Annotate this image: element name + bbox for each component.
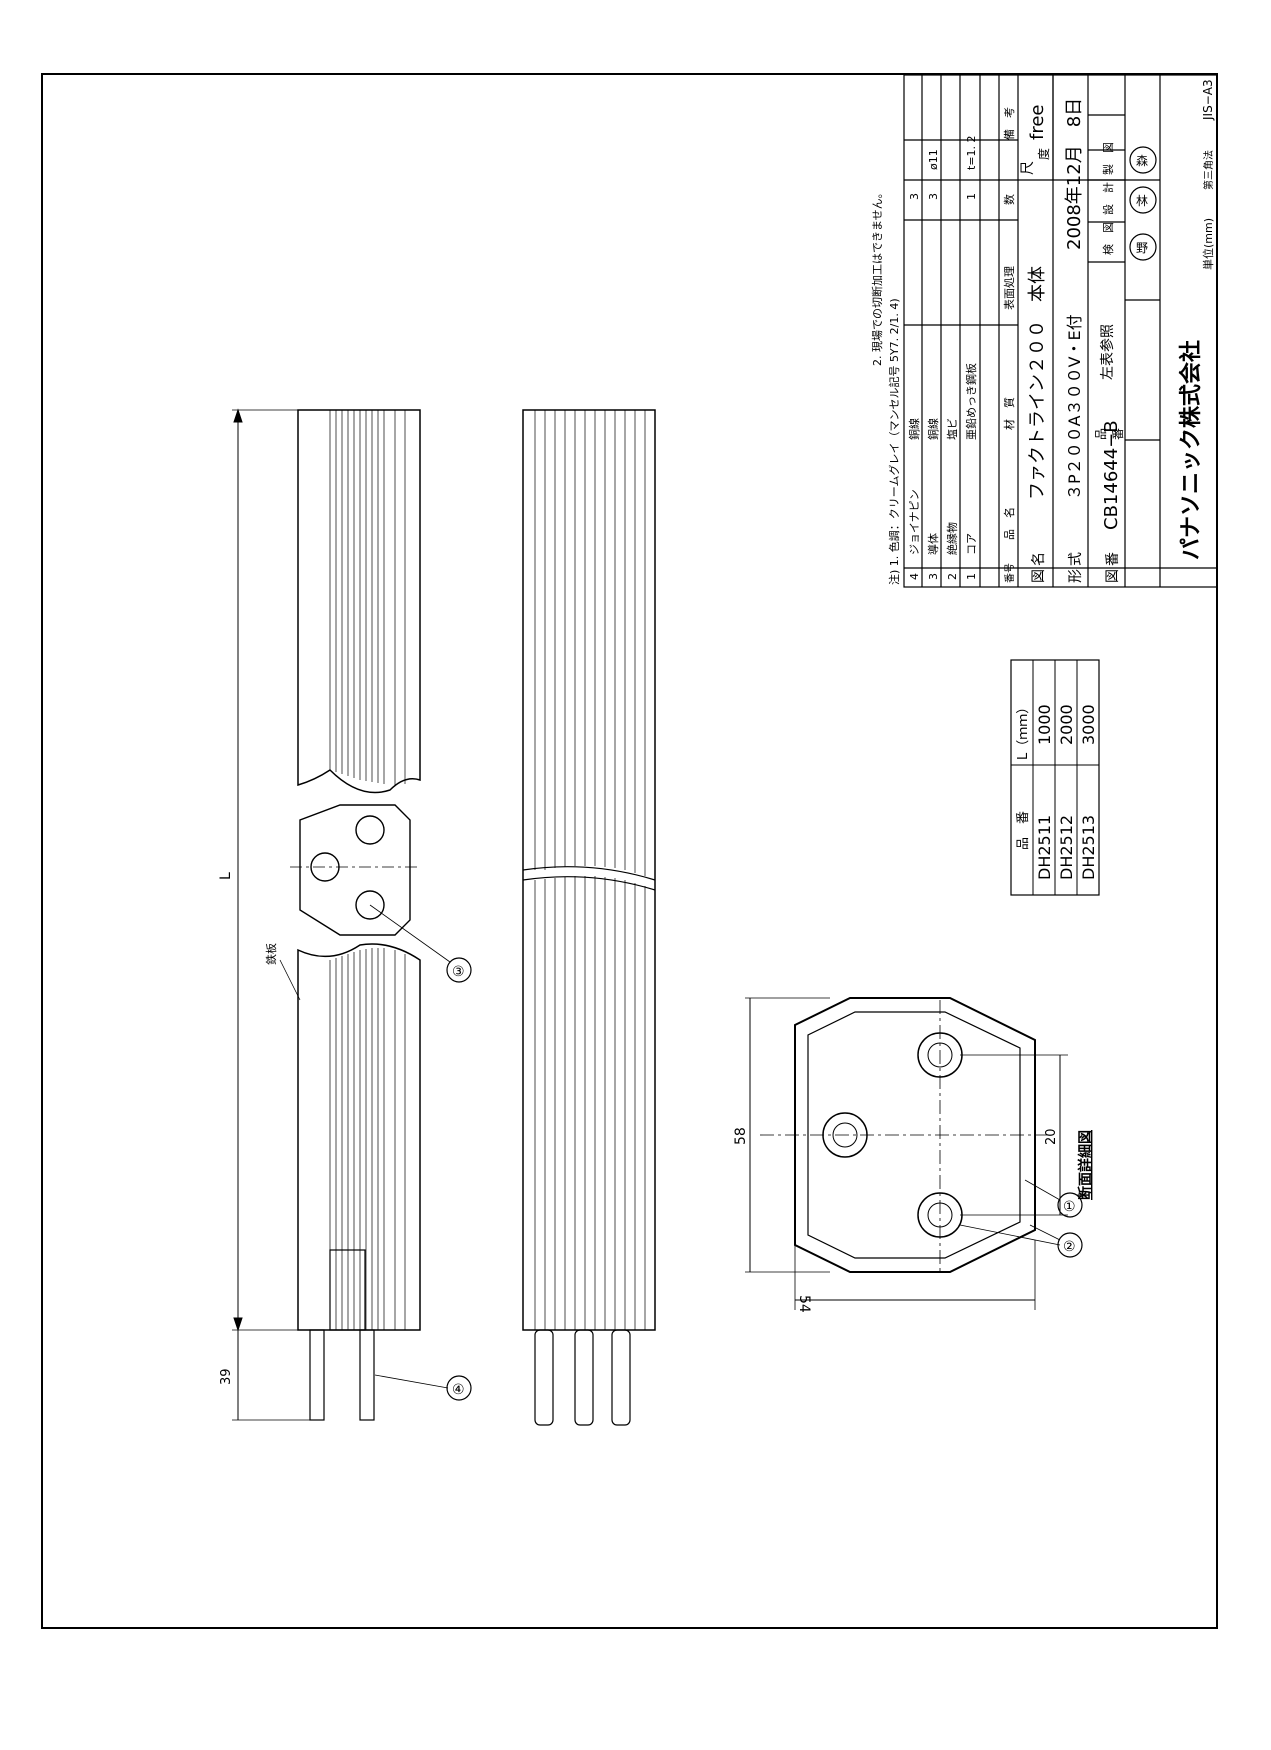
- scale-label-1: 尺: [1020, 161, 1036, 175]
- callout-4-text: ④: [452, 1382, 465, 1398]
- part-name: 絶縁物: [945, 522, 959, 555]
- product-no-value: 左表参照: [1099, 324, 1116, 380]
- part-remark: ø11: [927, 149, 940, 170]
- length-header-product: 品 番: [1016, 811, 1031, 850]
- stamp-design-text: 林: [1136, 194, 1148, 208]
- dim-l-label: L: [218, 872, 234, 880]
- part-name: コア: [965, 533, 978, 555]
- callout-1-text: ①: [1063, 1199, 1076, 1215]
- parts-header-material: 材 質: [1002, 397, 1016, 430]
- part-qty: 3: [927, 193, 940, 200]
- length-row-product: DH2512: [1057, 815, 1076, 880]
- paper-size: JIS−A3: [1201, 79, 1215, 121]
- joiner-pins: [309, 1249, 375, 1421]
- part-material: 銅線: [907, 418, 921, 440]
- length-row-product: DH2513: [1079, 815, 1098, 880]
- dim-58-label: 58: [733, 1127, 749, 1145]
- length-table: 品 番 L（ｍｍ） DH2511 1000 DH2512 2000 DH2513…: [1010, 659, 1100, 896]
- note-2: 2. 現場での切断加工はできません。: [870, 187, 884, 366]
- callout-3: ③: [369, 904, 472, 983]
- callout-2: ②: [959, 1224, 1083, 1258]
- product-no-label-2: 番: [1111, 428, 1125, 440]
- steel-plate-label: 鉄板: [264, 943, 278, 965]
- note-1: 注) 1. 色調：クリームグレイ（マンセル記号 5Y7. 2/1. 4): [887, 298, 901, 585]
- part-material: 銅線: [926, 418, 940, 440]
- unit-label: 単位(mm): [1201, 218, 1215, 270]
- stamp-make: [1129, 146, 1157, 174]
- scale-label-2: 度: [1036, 148, 1051, 160]
- stamp-design: [1129, 186, 1157, 214]
- projection-label: 第三角法: [1202, 150, 1215, 190]
- busway-mid-section: [290, 804, 420, 936]
- top-view-ribs: [534, 410, 646, 1330]
- stamp-check-text: 野: [1136, 241, 1148, 255]
- busway-side-view: [232, 408, 421, 1421]
- parts-list: 4 ジョイナピン 銅線 3 3 導体 銅線 3 ø11 2 絶縁物 塩ビ 1 コ…: [907, 107, 1016, 583]
- dim-39-label: 39: [219, 1368, 234, 1385]
- part-remark: t=1. 2: [965, 135, 978, 170]
- part-no: 1: [965, 573, 978, 580]
- drawing-name: ファクトライン２００ 本体: [1027, 266, 1048, 500]
- fig-no: CB14644−B: [1101, 420, 1122, 530]
- drawing-frame: [41, 73, 1218, 1629]
- section-title: 断面詳細図: [1077, 1130, 1094, 1200]
- part-material: 塩ビ: [945, 418, 959, 440]
- check-label: 検 図: [1101, 222, 1115, 255]
- length-row-value: 3000: [1079, 704, 1098, 745]
- model-label-2: 式: [1068, 552, 1084, 566]
- notes-block-1: 注) 1. 色調：クリームグレイ（マンセル記号 5Y7. 2/1. 4): [887, 298, 901, 585]
- model-label-1: 形: [1068, 569, 1084, 583]
- fig-no-label-1: 図: [1105, 569, 1121, 583]
- length-row-product: DH2511: [1035, 815, 1054, 880]
- drawing-date: 2008年12月 8日: [1064, 98, 1085, 250]
- length-header-l: L（ｍｍ）: [1016, 701, 1031, 760]
- part-no: 2: [946, 573, 959, 580]
- length-row-value: 1000: [1035, 704, 1054, 745]
- section-labels: 58 54 20 断面詳細図: [733, 1127, 1094, 1313]
- part-name: 導体: [926, 533, 940, 555]
- callout-1: ①: [1024, 1179, 1083, 1218]
- part-qty: 3: [908, 193, 921, 200]
- parts-header-name: 品 名: [1002, 507, 1016, 540]
- busway-ribs: [329, 410, 406, 1330]
- make-label: 製 図: [1101, 142, 1115, 175]
- stamp-make-text: 森: [1136, 153, 1148, 168]
- section-detail: [745, 997, 1068, 1310]
- model-value: ３P２００A３００V・E付: [1065, 314, 1084, 500]
- name-label: 名: [1031, 552, 1047, 566]
- parts-header-surface: 表面処理: [1002, 266, 1016, 310]
- callout-4: ④: [374, 1374, 472, 1401]
- dim-20-label: 20: [1044, 1128, 1059, 1145]
- title-block-text: 図 名 ファクトライン２００ 本体 尺 度 free 形 式 ３P２００A３００…: [1020, 79, 1215, 583]
- busway-top-view: [522, 409, 656, 1426]
- callout-2-text: ②: [1063, 1239, 1076, 1255]
- top-view-pins: [534, 1329, 631, 1426]
- part-material: 亜鉛めっき鋼板: [964, 363, 978, 440]
- side-view-labels: L 39 鉄板: [218, 872, 301, 1385]
- part-no: 3: [927, 573, 940, 580]
- stamp-check: [1129, 233, 1157, 261]
- callout-3-text: ③: [452, 964, 465, 980]
- fig-label: 図: [1031, 569, 1047, 583]
- parts-header-remark: 備 考: [1003, 107, 1016, 140]
- parts-header-no: 番号: [1004, 563, 1016, 583]
- part-qty: 1: [965, 193, 978, 200]
- notes-block: 2. 現場での切断加工はできません。: [870, 187, 884, 366]
- product-no-label-1: 品: [1094, 428, 1108, 440]
- title-block: [903, 74, 1218, 588]
- length-row-value: 2000: [1057, 704, 1076, 745]
- part-no: 4: [908, 573, 921, 580]
- parts-header-qty: 数: [1003, 194, 1016, 205]
- design-label: 設 計: [1101, 182, 1115, 215]
- fig-no-label-2: 番: [1105, 552, 1121, 566]
- dim-54-label: 54: [796, 1295, 812, 1313]
- scale-value: free: [1027, 105, 1048, 141]
- company-name: パナソニック株式会社: [1178, 340, 1204, 560]
- part-name: ジョイナピン: [908, 489, 921, 555]
